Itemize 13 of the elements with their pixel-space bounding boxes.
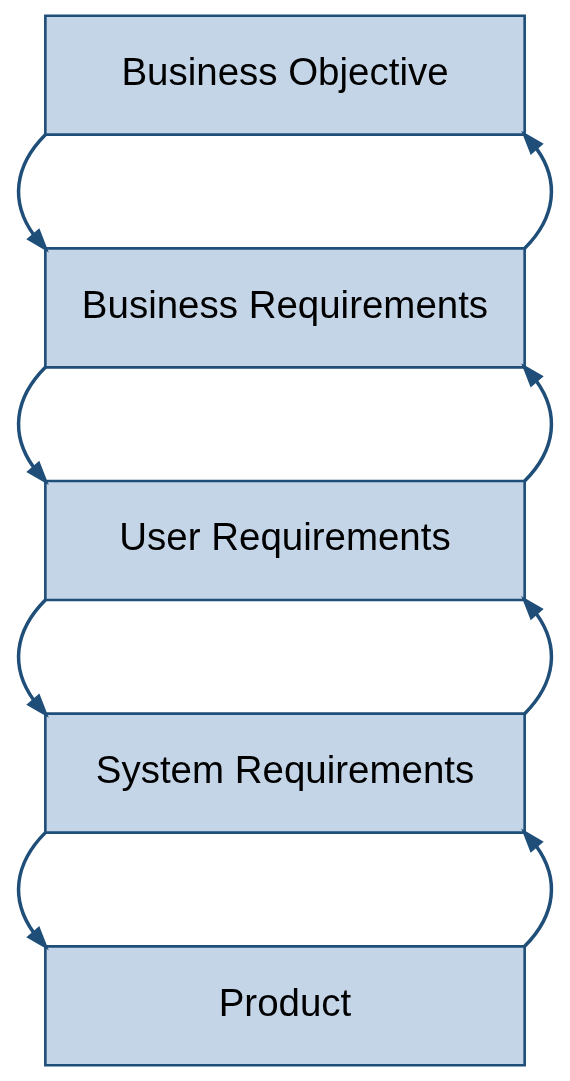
arrow <box>521 595 554 715</box>
node-box: System Requirements <box>44 712 526 834</box>
node-box: Business Objective <box>44 14 526 136</box>
arrow <box>521 130 554 250</box>
arrow <box>16 598 49 718</box>
node-box: User Requirements <box>44 479 526 602</box>
arrow <box>16 133 49 253</box>
node-box: Business Requirements <box>44 247 526 369</box>
arrow <box>521 828 554 948</box>
node-box: Product <box>44 945 526 1067</box>
arrow <box>521 363 554 483</box>
arrow <box>16 366 49 486</box>
arrow <box>16 831 49 951</box>
